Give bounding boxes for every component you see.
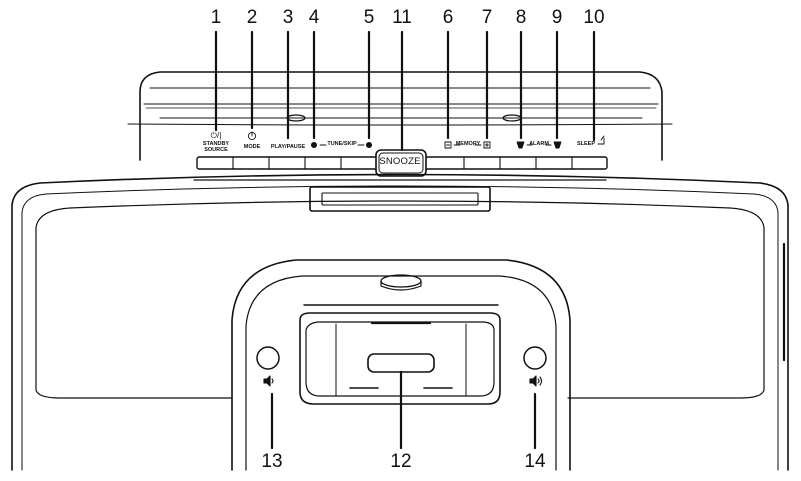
dock-connector	[367, 353, 435, 373]
callout-1: 1	[210, 7, 222, 28]
label-mode: MODE	[243, 144, 261, 150]
dock-pin	[380, 274, 422, 288]
volume-up-knob	[523, 346, 547, 370]
callout-14: 14	[524, 451, 546, 472]
alarm1-icon	[516, 141, 525, 149]
tune-back-icon	[310, 141, 318, 149]
callout-4: 4	[308, 7, 320, 28]
alarm2-icon	[553, 141, 562, 149]
sleep-icon	[597, 135, 605, 145]
memory-plus-icon	[483, 141, 491, 149]
label-alarm: ALARM	[529, 141, 549, 147]
standby-symbol: ⏻/|	[210, 131, 222, 140]
callout-6: 6	[442, 7, 454, 28]
volume-up-icon	[529, 375, 543, 387]
label-play-pause: PLAY/PAUSE	[270, 144, 306, 150]
rear-housing	[139, 71, 663, 161]
callout-12: 12	[390, 451, 412, 472]
label-snooze: SNOOZE	[379, 156, 421, 167]
label-memory: MEMORY	[455, 141, 481, 147]
callout-leaders	[214, 30, 596, 450]
dock-insert	[299, 312, 501, 405]
main-body	[11, 173, 789, 471]
callout-2: 2	[246, 7, 258, 28]
tune-forward-icon	[365, 141, 373, 149]
handle-slot	[309, 186, 491, 212]
volume-down-icon	[263, 375, 274, 387]
callout-7: 7	[481, 7, 493, 28]
callout-10: 10	[583, 7, 605, 28]
callout-11: 11	[392, 7, 412, 28]
memory-minus-icon	[444, 141, 452, 149]
callout-8: 8	[515, 7, 527, 28]
callout-9: 9	[551, 7, 563, 28]
label-source: SOURCE	[204, 147, 228, 153]
callout-5: 5	[363, 7, 375, 28]
callout-13: 13	[261, 451, 283, 472]
label-sleep: SLEEP	[576, 141, 596, 147]
dock-cradle	[231, 259, 571, 471]
label-tune-skip: TUNE/SKIP	[327, 141, 357, 147]
callout-3: 3	[282, 7, 294, 28]
label-standby: STANDBY	[202, 141, 230, 147]
volume-down-knob	[256, 346, 280, 370]
